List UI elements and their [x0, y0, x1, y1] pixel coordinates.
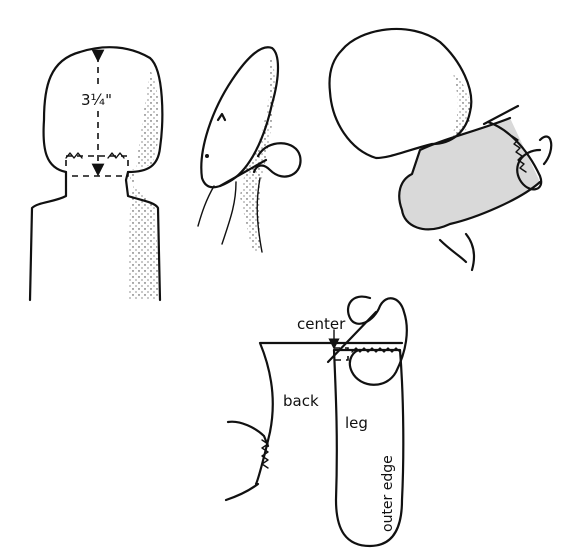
neck-seam-line: [66, 156, 128, 176]
center-label: center: [297, 315, 346, 333]
back-label: back: [283, 392, 319, 410]
figure-head-measurement: 3¼": [30, 47, 162, 300]
figure-head-side-view: [198, 47, 301, 252]
figure-head-leg-joined: [330, 29, 552, 270]
head-shading: [128, 70, 160, 300]
outer-edge-label: outer edge: [380, 455, 396, 532]
measurement-label: 3¼": [81, 91, 112, 109]
thread-loop-4: [348, 297, 407, 385]
back-stitches: [262, 440, 268, 468]
figure-back-leg: center back leg outer edge: [226, 297, 407, 546]
under-body-outline: [226, 422, 268, 500]
leg-label: leg: [345, 414, 368, 432]
eye-mark: [218, 114, 225, 120]
leg-fill: [399, 118, 540, 229]
